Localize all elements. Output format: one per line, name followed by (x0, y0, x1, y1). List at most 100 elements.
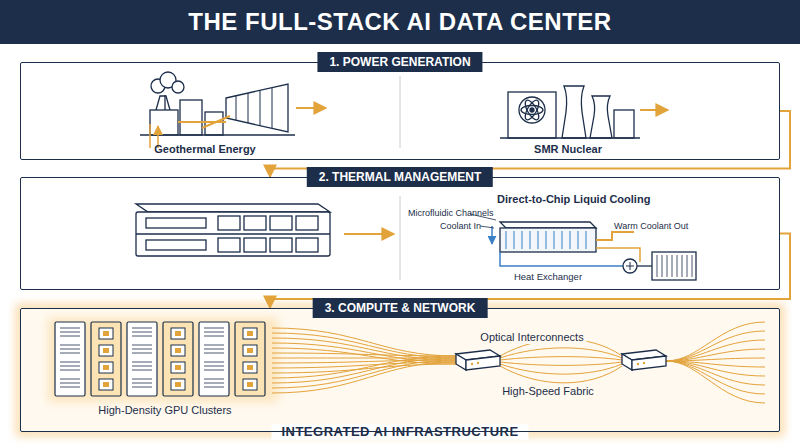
gpu-clusters (247, 382, 253, 387)
smr-nuclear-plant (500, 137, 640, 138)
server-rack (244, 216, 266, 230)
cold-plate (470, 214, 696, 280)
gpu-clusters (132, 362, 152, 363)
section-heading: 1. POWER GENERATION (317, 52, 482, 72)
optical-fibers (272, 358, 456, 359)
network-switch (643, 362, 645, 364)
gpu-clusters (247, 348, 253, 353)
cold-plate (506, 231, 507, 249)
gpu-clusters (243, 379, 257, 390)
part-label: Direct-to-Chip Liquid Cooling (497, 193, 650, 206)
gpu-clusters (132, 379, 152, 380)
section-band: 2. THERMAL MANAGEMENT (20, 177, 780, 290)
gpu-clusters (60, 383, 80, 384)
cold-plate (554, 231, 555, 249)
cold-plate (657, 255, 658, 277)
network-switch (477, 362, 479, 364)
gpu-clusters (132, 387, 152, 388)
gpu-clusters (204, 328, 224, 329)
divider-line (400, 76, 401, 148)
optical-fibers (666, 322, 765, 361)
optical-fibers (272, 362, 456, 393)
gpu-clusters (204, 379, 224, 380)
cold-plate (657, 255, 692, 277)
server-rack (270, 238, 292, 252)
gpu-clusters (163, 322, 193, 396)
server-rack (136, 204, 330, 212)
server-rack (270, 216, 292, 230)
gpu-clusters (247, 365, 253, 370)
gpu-clusters (175, 348, 181, 353)
network-switch (456, 350, 666, 370)
gpu-clusters (247, 331, 253, 336)
gpu-clusters (103, 382, 109, 387)
gpu-clusters (103, 348, 109, 353)
gpu-clusters (204, 383, 224, 384)
server-rack (146, 240, 206, 250)
cold-plate (570, 231, 571, 249)
title-bar (0, 0, 800, 44)
gpu-clusters (60, 370, 80, 371)
gpu-clusters (243, 345, 257, 356)
cold-plate (677, 255, 678, 277)
gpu-clusters (175, 365, 181, 370)
cold-plate (506, 231, 586, 249)
network-switch (456, 354, 466, 370)
gpu-clusters (60, 362, 80, 363)
cold-plate (637, 265, 652, 266)
optical-fibers (666, 340, 765, 361)
server-rack (146, 218, 206, 228)
gpu-clusters (60, 387, 80, 388)
optical-fibers (272, 360, 456, 388)
server-rack (218, 216, 240, 230)
part-label: Microfluidic Channels (408, 208, 494, 218)
optical-fibers (500, 364, 622, 374)
gpu-clusters (60, 332, 80, 333)
smr-nuclear-plant (500, 86, 640, 138)
cold-plate (692, 255, 693, 277)
gpu-clusters (175, 382, 181, 387)
gpu-clusters (132, 345, 152, 346)
part-label: Optical Interconnects (477, 331, 586, 344)
geothermal-plant (226, 84, 288, 132)
compute-glow (20, 308, 780, 432)
cold-plate (538, 231, 539, 249)
gpu-clusters (204, 362, 224, 363)
part-label: Heat Exchanger (514, 272, 582, 283)
gpu-clusters (204, 336, 224, 337)
gpu-clusters (60, 336, 80, 337)
network-switch (637, 363, 639, 365)
gpu-clusters (60, 353, 80, 354)
geothermal-plant (156, 96, 170, 110)
power-arrow (640, 109, 668, 111)
gpu-clusters (99, 328, 113, 339)
geothermal-plant (236, 88, 272, 128)
smr-nuclear-plant (614, 110, 634, 138)
title-bar (0, 0, 800, 44)
gpu-clusters (204, 345, 224, 346)
smr-nuclear-plant (508, 92, 556, 138)
optical-fibers (500, 366, 622, 383)
network-switch (466, 356, 500, 370)
server-rack (136, 212, 330, 256)
server-rack (296, 238, 318, 252)
part-label: Geothermal Energy (154, 143, 255, 156)
part-label: High-Speed Fabric (499, 385, 597, 398)
cooling-arrow (344, 234, 394, 235)
optical-fibers (666, 331, 765, 361)
gpu-clusters (99, 345, 113, 356)
gpu-clusters (103, 331, 109, 336)
section-heading: 3. COMPUTE & NETWORK (313, 298, 488, 318)
geothermal-plant (172, 81, 184, 93)
cold-plate (682, 255, 683, 277)
gpu-clusters (204, 349, 224, 350)
gpu-clusters (171, 362, 185, 373)
smr-nuclear-plant (530, 108, 534, 112)
gpu-clusters (204, 366, 224, 367)
optical-fibers (666, 361, 765, 394)
gpu-clusters (60, 349, 80, 350)
part-label: High-Density GPU Clusters (98, 404, 231, 417)
optical-fibers (272, 353, 456, 356)
gpu-clusters (235, 322, 265, 396)
gpu-clusters (199, 322, 229, 396)
